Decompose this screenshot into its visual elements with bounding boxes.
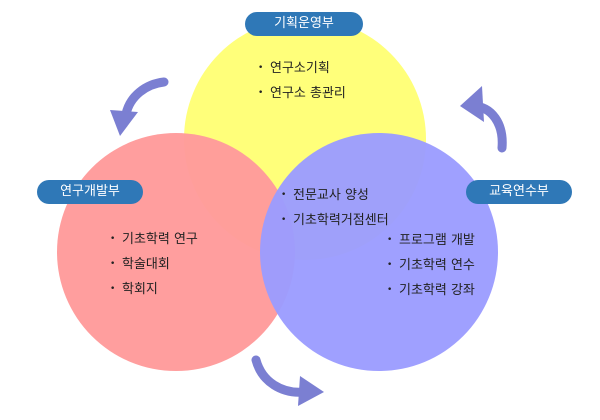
list-item: 학술대회 — [110, 253, 198, 278]
planning-badge: 기획운영부 — [245, 12, 363, 36]
shared-list: 전문교사 양성 기초학력거점센터 — [281, 184, 389, 234]
arrow-bottom-icon — [251, 355, 324, 406]
arrow-top-right-icon — [460, 86, 507, 153]
list-item: 연구소기획 — [258, 57, 346, 82]
arrow-top-left-icon — [110, 77, 169, 136]
research-badge: 연구개발부 — [37, 180, 143, 204]
list-item: 기초학력 연구 — [110, 228, 198, 253]
research-list: 기초학력 연구 학술대회 학회지 — [110, 228, 198, 303]
planning-list: 연구소기획 연구소 총관리 — [258, 57, 346, 107]
education-list: 프로그램 개발 기초학력 연수 기초학력 강좌 — [387, 229, 475, 304]
list-item: 프로그램 개발 — [387, 229, 475, 254]
list-item: 기초학력 연수 — [387, 254, 475, 279]
list-item: 학회지 — [110, 278, 198, 303]
list-item: 기초학력 강좌 — [387, 279, 475, 304]
education-badge: 교육연수부 — [466, 180, 572, 204]
list-item: 연구소 총관리 — [258, 82, 346, 107]
list-item: 전문교사 양성 — [281, 184, 389, 209]
list-item: 기초학력거점센터 — [281, 209, 389, 234]
